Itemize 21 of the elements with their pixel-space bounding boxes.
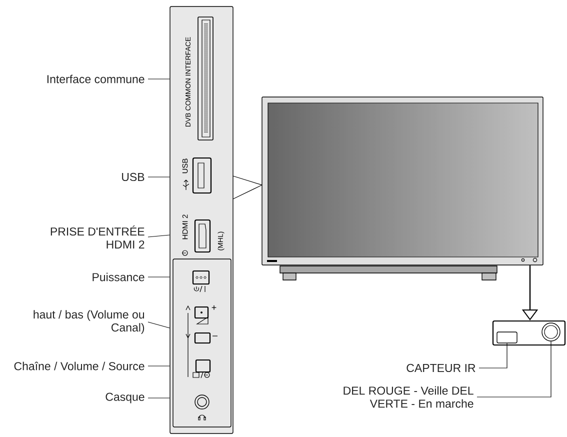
callout-label: USB: [122, 172, 144, 182]
callout-label: DEL ROUGE - Veille DEL VERTE - En marche: [344, 386, 474, 408]
leader-line: [148, 322, 170, 328]
callout-label: Casque: [106, 392, 144, 404]
callout-label: Chaîne / Volume / Source: [14, 362, 144, 370]
callout-label: Puissance: [92, 272, 144, 282]
leader-line: [478, 343, 508, 368]
leader-line: [148, 234, 170, 238]
callout-label: haut / bas (Volume ou Canal): [34, 310, 144, 334]
callout-label: CAPTEUR IR: [406, 364, 476, 372]
panel-label: +: [212, 305, 216, 310]
leader-line: [476, 341, 552, 398]
callout-label: PRISE D'ENTRÉE HDMI 2: [50, 226, 144, 248]
tv-drawing: [262, 96, 544, 280]
led-lens: [542, 322, 560, 342]
sensor-window: [496, 332, 518, 344]
side-panel: [170, 6, 234, 434]
leader-line: [148, 78, 170, 80]
leader-line: [148, 276, 170, 278]
leader-line: [148, 176, 170, 178]
callout-label: Interface commune: [47, 74, 144, 84]
